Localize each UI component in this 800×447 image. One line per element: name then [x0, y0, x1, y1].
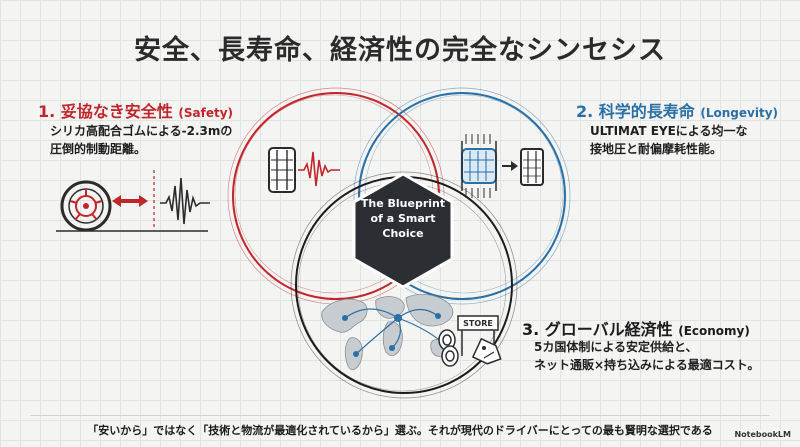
economy-description-line-2: ネット通販×持ち込みによる最適コスト。 — [534, 358, 760, 372]
economy-heading: 3. グローバル経済性 (Economy) — [522, 316, 750, 340]
footer-divider — [30, 415, 770, 416]
even-wear-tread-icon — [520, 148, 544, 186]
longevity-description: ULTIMAT EYEによる均一な 接地圧と耐偏摩耗性能。 — [590, 122, 747, 158]
safety-description: シリカ高配合ゴムによる-2.3mの 圧倒的制動距離。 — [50, 122, 232, 158]
economy-description-line-1: 5カ国体制による安定供給と、 — [534, 340, 698, 354]
price-tag-icon — [471, 337, 502, 365]
store-icon: STORE — [457, 315, 499, 356]
braking-arrow-icon — [112, 170, 155, 231]
pressure-distribution-icon — [461, 134, 497, 198]
brand-badge: NotebookLM — [731, 429, 794, 440]
longevity-description-line-2: 接地圧と耐偏摩耗性能。 — [590, 142, 723, 156]
center-label-line-1: The Blueprint — [360, 197, 446, 210]
safety-heading-jp: 1. 妥協なき安全性 — [38, 102, 173, 121]
tread-icon — [268, 147, 296, 193]
store-sign-label: STORE — [463, 319, 493, 328]
page-title: 安全、長寿命、経済性の完全なシンセシス — [134, 35, 666, 66]
safety-description-line-2: 圧倒的制動距離。 — [50, 142, 147, 156]
tire-icon — [56, 180, 208, 232]
economy-heading-en: (Economy) — [678, 324, 750, 338]
center-label: The Blueprint of a Smart Choice — [356, 196, 450, 241]
longevity-heading-en: (Longevity) — [700, 106, 778, 120]
center-label-line-3: Choice — [382, 227, 424, 240]
longevity-description-line-1: ULTIMAT EYEによる均一な — [590, 124, 748, 138]
arrow-right-icon — [502, 161, 518, 171]
waveform-icon — [160, 177, 210, 225]
stacked-tires-icon — [438, 329, 459, 367]
safety-heading: 1. 妥協なき安全性 (Safety) — [38, 98, 233, 122]
safety-heading-en: (Safety) — [178, 106, 234, 120]
center-hexagon — [352, 172, 454, 289]
world-map-icon — [321, 294, 454, 370]
safety-description-line-1: シリカ高配合ゴムによる-2.3mの — [50, 124, 233, 138]
longevity-heading-jp: 2. 科学的長寿命 — [576, 102, 695, 121]
economy-heading-jp: 3. グローバル経済性 — [522, 320, 673, 339]
pulse-icon — [298, 151, 340, 187]
center-label-line-2: of a Smart — [370, 212, 436, 225]
economy-description: 5カ国体制による安定供給と、 ネット通販×持ち込みによる最適コスト。 — [534, 338, 759, 374]
footer-conclusion: 「安いから」ではなく「技術と物流が最適化されているから」選ぶ。それが現代のドライ… — [87, 424, 713, 437]
longevity-heading: 2. 科学的長寿命 (Longevity) — [576, 98, 778, 122]
